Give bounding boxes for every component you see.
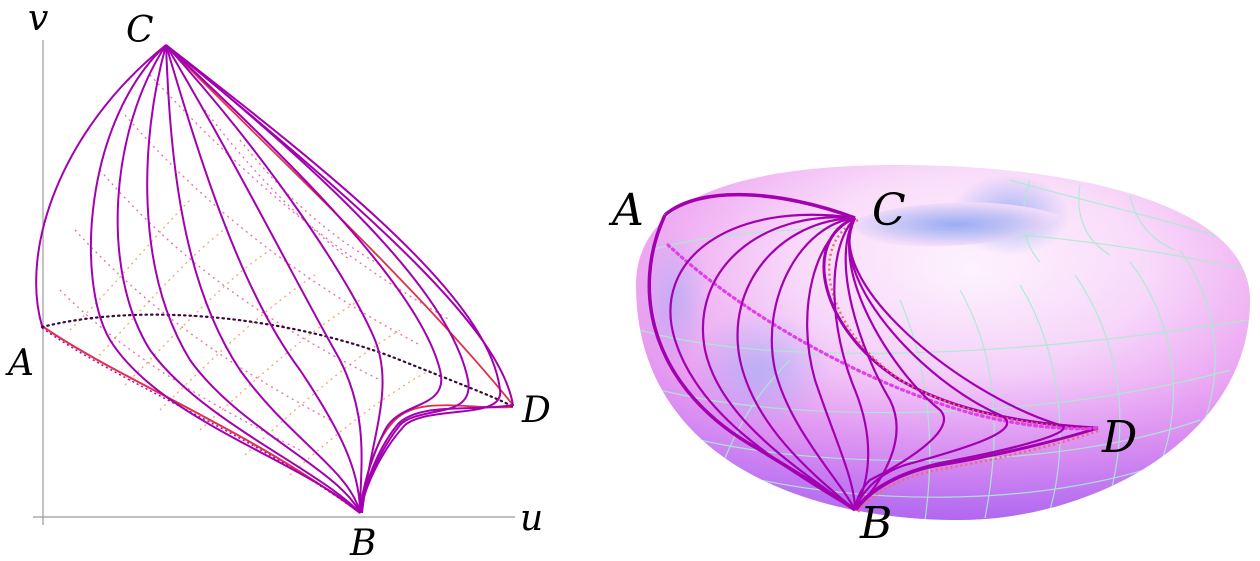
- label-C-left: C: [126, 10, 154, 51]
- label-B-left: B: [349, 523, 376, 561]
- torus-hole: [850, 202, 1060, 247]
- label-B-right: B: [859, 498, 892, 549]
- boundary-DB: [359, 404, 514, 514]
- label-A-right: A: [608, 185, 644, 236]
- label-C-right: C: [872, 185, 906, 236]
- torus-boundary-AC: [663, 192, 856, 220]
- parameter-grid: [59, 74, 451, 476]
- left-panel: v u A B C D: [5, 0, 551, 561]
- torus: [636, 165, 1250, 520]
- boundary-CD: [165, 44, 514, 406]
- right-panel: A C D B: [608, 165, 1250, 549]
- curve-family-torus: [669, 213, 1065, 511]
- curve-family-left: [35, 44, 515, 514]
- label-D-left: D: [521, 390, 551, 431]
- label-A-left: A: [5, 343, 34, 384]
- label-u: u: [520, 498, 543, 539]
- torus-dotted-curve-AD: [666, 243, 1100, 431]
- torus-boundary-AB: [647, 214, 857, 512]
- label-D-right: D: [1101, 412, 1137, 463]
- label-v: v: [28, 0, 48, 39]
- dotted-curve-AD: [40, 313, 514, 408]
- torus-boundary-DB: [854, 426, 1099, 511]
